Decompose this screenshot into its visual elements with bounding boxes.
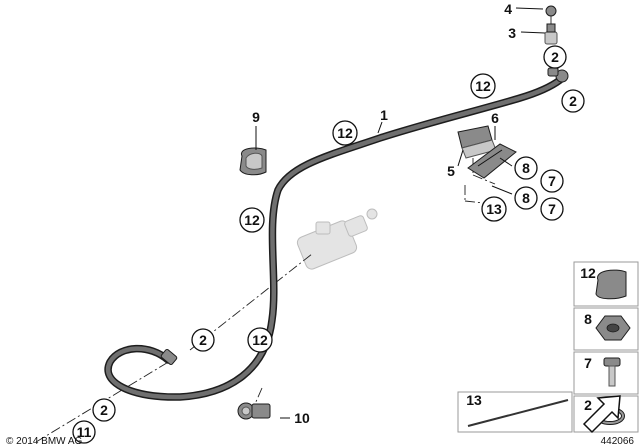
bracket-assembly bbox=[457, 125, 517, 179]
brake-hose-line bbox=[104, 67, 569, 401]
circle-label-2-right: 2 bbox=[569, 93, 577, 109]
clamp-part bbox=[237, 402, 271, 420]
clip-icon bbox=[595, 269, 627, 300]
bleed-screw-assembly bbox=[544, 5, 558, 45]
circle-label-2-top: 2 bbox=[551, 49, 559, 65]
label-6: 6 bbox=[491, 110, 499, 126]
arrow-icon bbox=[582, 395, 621, 434]
label-4: 4 bbox=[504, 1, 512, 17]
circle-label-13: 13 bbox=[486, 201, 502, 217]
cable-tie-icon bbox=[467, 399, 569, 427]
circle-label-7-lower: 7 bbox=[548, 201, 556, 217]
label-1: 1 bbox=[380, 107, 388, 123]
bolt-icon bbox=[603, 357, 621, 387]
part-labels: 1 3 4 5 6 9 10 13 12 8 7 2 bbox=[252, 1, 596, 426]
circle-label-8-lower: 8 bbox=[522, 190, 530, 206]
legend-label-8: 8 bbox=[584, 311, 592, 327]
circle-label-12-lower: 12 bbox=[252, 332, 268, 348]
circle-label-7-upper: 7 bbox=[548, 173, 556, 189]
parts-legend bbox=[457, 261, 639, 434]
legend-label-13: 13 bbox=[466, 392, 482, 408]
label-9: 9 bbox=[252, 109, 260, 125]
legend-label-7: 7 bbox=[584, 355, 592, 371]
legend-label-2: 2 bbox=[584, 397, 592, 413]
circle-label-11: 11 bbox=[77, 424, 92, 440]
label-5: 5 bbox=[447, 163, 455, 179]
circle-label-2-bottom: 2 bbox=[100, 402, 108, 418]
image-number: 442066 bbox=[601, 436, 635, 447]
clip-part bbox=[239, 147, 267, 176]
circle-label-2-middle: 2 bbox=[199, 332, 207, 348]
label-10: 10 bbox=[294, 410, 310, 426]
label-3: 3 bbox=[508, 25, 516, 41]
circle-label-12-left: 12 bbox=[244, 212, 260, 228]
master-cylinder-ghost bbox=[296, 208, 378, 270]
circle-label-8-upper: 8 bbox=[522, 160, 530, 176]
copyright-text: © 2014 BMW AG bbox=[6, 436, 83, 447]
circled-labels: 2 2 2 2 12 12 12 12 8 8 7 7 13 11 bbox=[72, 45, 585, 444]
leader-lines bbox=[255, 7, 546, 419]
circle-label-12-upper: 12 bbox=[337, 125, 353, 141]
circle-label-12-top: 12 bbox=[475, 78, 491, 94]
legend-label-12: 12 bbox=[580, 265, 596, 281]
